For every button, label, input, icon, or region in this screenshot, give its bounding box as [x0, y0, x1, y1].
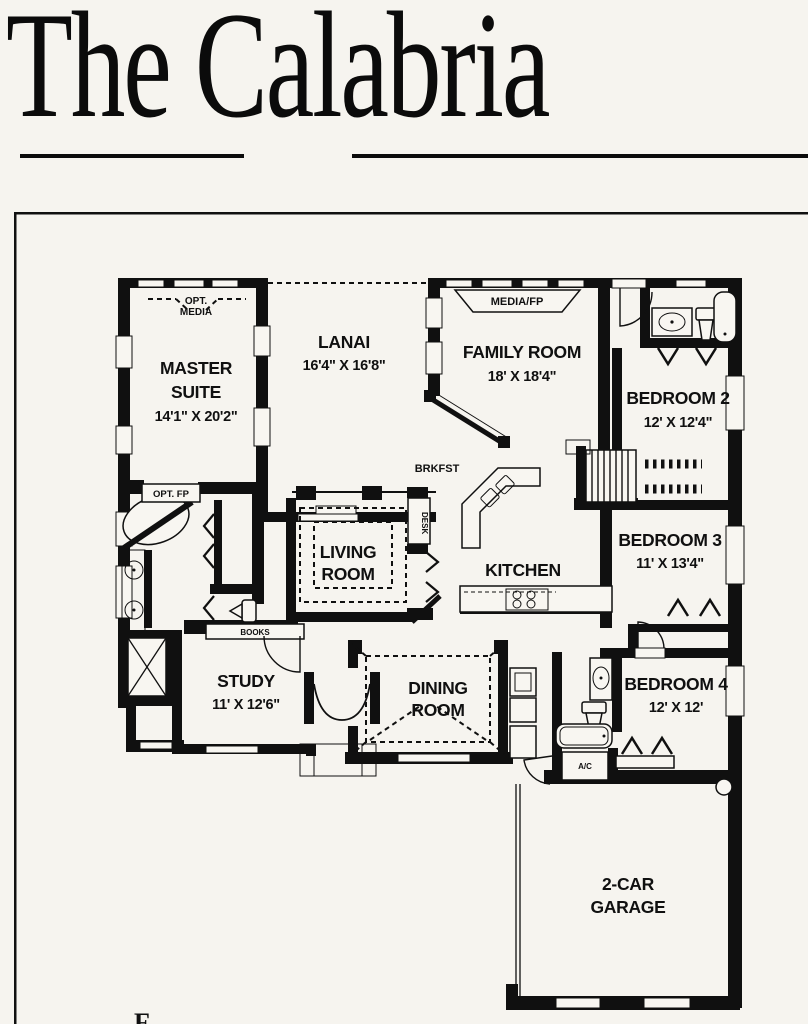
stairs-icon [565, 439, 637, 503]
annotation-desk: DESK [420, 512, 429, 534]
room-label-bedroom-4: BEDROOM 4 [624, 674, 728, 694]
room-dims-bedroom-3: 11' X 13'4" [636, 556, 704, 572]
breakfast-bay-window [428, 391, 509, 447]
door-swings [263, 288, 665, 785]
annotation-ac: A/C [578, 762, 592, 771]
room-dims-bedroom-4: 12' X 12' [649, 700, 703, 716]
room-label-breakfast: BRKFST [415, 463, 460, 475]
shower-icon [127, 637, 167, 697]
kitchen-sink-icon [480, 475, 515, 508]
room-label-living-room-2: ROOM [321, 564, 374, 584]
toilet-icon [695, 307, 717, 341]
dining-tray [351, 643, 505, 755]
cabinet-icon [509, 725, 537, 759]
bathtub-icon [555, 723, 613, 749]
cropped-footer-text: F [134, 1008, 150, 1024]
title-underline-right [352, 154, 808, 158]
room-label-garage-2: GARAGE [590, 897, 665, 917]
vanity-icon [121, 549, 146, 635]
sink-icon [658, 312, 686, 332]
bookshelf [205, 623, 305, 640]
bedroom4-closet-rod-icon [615, 735, 675, 769]
cooktop-icon [505, 588, 549, 611]
cabinet-icon [509, 697, 537, 723]
hall-bath-2 [651, 291, 737, 343]
room-label-dining-room: DINING [408, 678, 467, 698]
washer-icon [509, 667, 537, 697]
room-label-master-suite-2: SUITE [171, 382, 221, 402]
bathtub-icon [713, 291, 737, 343]
room-label-family-room: FAMILY ROOM [463, 342, 581, 362]
room-dims-study: 11' X 12'6" [212, 697, 280, 713]
master-closet-rod-icon [202, 513, 215, 621]
room-label-study: STUDY [217, 671, 275, 691]
annotation-opt-media-1: OPT. [185, 296, 207, 307]
frame-border [14, 212, 808, 1024]
room-dims-family-room: 18' X 18'4" [488, 369, 557, 385]
counter [459, 585, 613, 613]
title-underline-left [20, 154, 244, 158]
opt-fireplace [141, 483, 201, 503]
room-label-kitchen: KITCHEN [485, 560, 561, 580]
room-dims-lanai: 16'4" X 16'8" [303, 358, 386, 374]
media-fp-niche [453, 289, 582, 313]
ac-closet [561, 751, 609, 781]
island-counter [461, 467, 541, 549]
room-label-dining-room-2: ROOM [411, 700, 464, 720]
railing-dashes [645, 459, 702, 494]
room-dims-master-suite: 14'1" X 20'2" [155, 409, 238, 425]
sink-icon [592, 666, 610, 690]
kitchen-fixtures [459, 467, 613, 613]
bedroom2-closet-rod-icon [656, 347, 718, 367]
annotation-opt-media-2: MEDIA [180, 307, 212, 318]
annotation-opt-fp: OPT. FP [153, 489, 190, 500]
opt-media-niche [148, 298, 246, 311]
laundry-appliances [509, 667, 537, 759]
entry-porch [299, 743, 377, 777]
room-label-living-room: LIVING [320, 542, 377, 562]
annotation-books: BOOKS [240, 628, 270, 637]
room-label-garage: 2-CAR [602, 874, 655, 894]
cased-opening-marks [425, 551, 440, 603]
room-label-bedroom-3: BEDROOM 3 [618, 530, 722, 550]
bedroom3-closet-rod-icon [666, 597, 722, 617]
sink-icon [124, 600, 144, 620]
sink-icon [124, 560, 144, 580]
room-label-master-suite: MASTER [160, 358, 233, 378]
toilet-icon [228, 599, 257, 623]
room-label-bedroom-2: BEDROOM 2 [626, 388, 730, 408]
master-bath [121, 494, 257, 697]
column-icon [715, 778, 733, 796]
garage-side-wall [515, 784, 521, 996]
annotation-media-fp: MEDIA/FP [491, 296, 544, 308]
room-label-lanai: LANAI [318, 332, 370, 352]
living-room-tray [292, 491, 442, 624]
bath-3 [555, 657, 613, 781]
corner-tub-icon [122, 494, 194, 551]
room-dims-bedroom-2: 12' X 12'4" [644, 415, 713, 431]
desk-nook [407, 497, 431, 545]
page-title: The Calabria [6, 0, 550, 149]
